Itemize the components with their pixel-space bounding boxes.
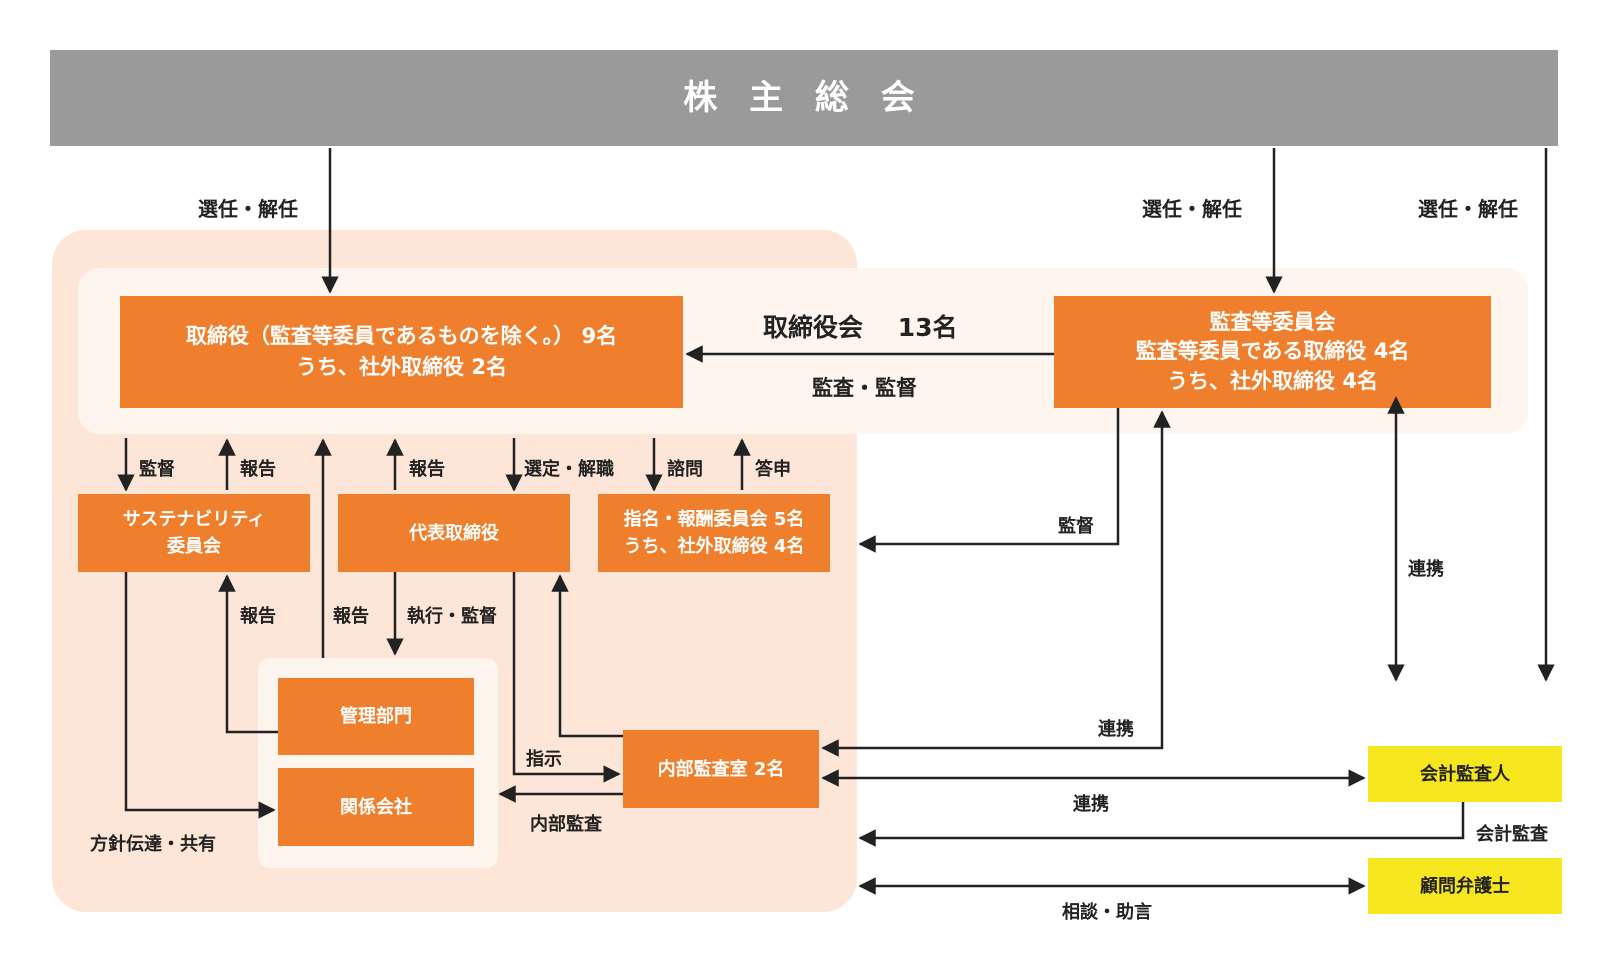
internal-audit-office-box: 内部監査室 2名	[623, 730, 819, 808]
audit-committee-line1: 監査等委員会	[1209, 309, 1336, 334]
directors-line1: 取締役（監査等委員であるものを除く。） 9名	[185, 323, 618, 348]
policy-share-arrow	[124, 572, 276, 819]
board-supervise-label: 監査・監督	[812, 376, 917, 400]
reply-label: 答申	[755, 459, 791, 480]
accounting-audit-label: 会計監査	[1476, 824, 1548, 845]
cooperate-acc-label: 連携	[1073, 794, 1109, 815]
consult-advice-label: 相談・助言	[1062, 902, 1152, 923]
report-mgmt-sus-label: 報告	[240, 606, 276, 627]
audit-committee-line2: 監査等委員である取締役 4名	[1135, 339, 1410, 364]
sustainability-committee-box: サステナビリティ 委員会	[78, 494, 310, 572]
report-mgmt-board-label: 報告	[333, 606, 369, 627]
policy-share-label: 方針伝達・共有	[90, 834, 216, 855]
accounting-audit-arrow	[858, 802, 1465, 847]
directors-line2: うち、社外取締役 2名	[296, 355, 507, 379]
legal-advisor-label: 顧問弁護士	[1420, 875, 1510, 897]
audit-committee-line3: うち、社外取締役 4名	[1167, 368, 1378, 393]
report-rep-label: 報告	[409, 459, 445, 480]
cooperate-right-label: 連携	[1408, 559, 1444, 580]
nomination-line2: うち、社外取締役 4名	[623, 536, 805, 557]
elect-left-label: 選任・解任	[198, 197, 298, 221]
representative-label: 代表取締役	[409, 522, 499, 544]
directors-box: 取締役（監査等委員であるものを除く。） 9名 うち、社外取締役 2名	[120, 296, 683, 408]
board-count: 13名	[897, 313, 958, 342]
nomination-line1: 指名・報酬委員会 5名	[623, 509, 805, 530]
elect-mid-label: 選任・解任	[1142, 197, 1242, 221]
cooperate-ia-arrow	[821, 410, 1171, 757]
audit-committee-box: 監査等委員会 監査等委員である取締役 4名 うち、社外取締役 4名	[1054, 296, 1491, 408]
execute-supervise-label: 執行・監督	[407, 606, 497, 627]
affiliates-box: 関係会社	[278, 768, 474, 846]
report-mgmt-sus-arrow	[218, 574, 278, 734]
accounting-auditor-box: 会計監査人	[1368, 746, 1562, 802]
instruct-label: 指示	[526, 749, 562, 770]
consult-label: 諮問	[667, 459, 703, 480]
internal-audit-flow-label: 内部監査	[530, 814, 602, 835]
supervise-nom-label: 監督	[1058, 516, 1094, 537]
ia-report-rep-arrow	[551, 574, 623, 738]
board-name: 取締役会	[763, 313, 864, 342]
representative-director-box: 代表取締役	[338, 494, 570, 572]
elect-right-label: 選任・解任	[1418, 197, 1518, 221]
report-sus-label: 報告	[240, 459, 276, 480]
management-label: 管理部門	[340, 706, 412, 727]
shareholders-meeting-banner: 株 主 総 会	[50, 50, 1558, 146]
accounting-auditor-label: 会計監査人	[1420, 763, 1510, 785]
affiliates-label: 関係会社	[340, 796, 412, 818]
legal-advisor-box: 顧問弁護士	[1368, 858, 1562, 914]
sustainability-line2: 委員会	[167, 536, 221, 557]
management-dept-box: 管理部門	[278, 678, 474, 755]
shareholders-meeting-title: 株 主 総 会	[683, 77, 925, 118]
cooperate-ia-label: 連携	[1098, 719, 1134, 740]
select-dismiss-label: 選定・解職	[524, 459, 614, 480]
supervise-sus-label: 監督	[139, 459, 175, 480]
internal-audit-label: 内部監査室 2名	[657, 758, 785, 780]
board-name-label: 取締役会 13名	[763, 308, 958, 344]
nomination-committee-box: 指名・報酬委員会 5名 うち、社外取締役 4名	[598, 494, 830, 572]
instruct-arrow	[512, 572, 621, 783]
sustainability-line1: サステナビリティ	[122, 509, 266, 530]
